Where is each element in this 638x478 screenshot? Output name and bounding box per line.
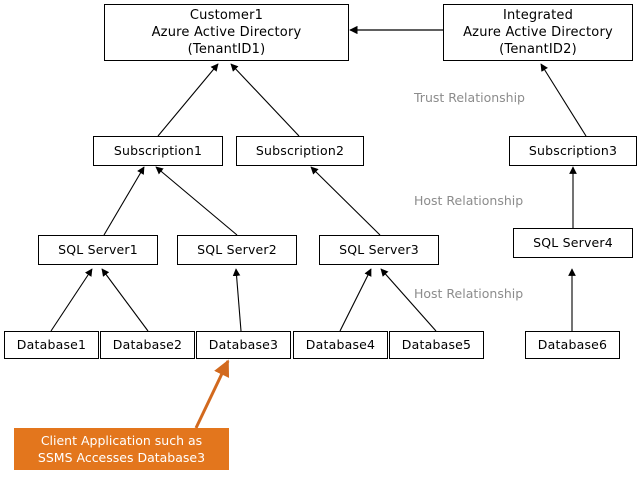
edge-subscription3-to-integrated-aad — [540, 63, 587, 137]
edge-callout-to-database3 — [194, 359, 230, 429]
node-subscription2[interactable]: Subscription2 — [236, 136, 364, 166]
node-subscription3[interactable]: Subscription3 — [509, 136, 637, 166]
node-customer1-aad[interactable]: Customer1 Azure Active Directory (Tenant… — [104, 4, 349, 61]
node-subscription1[interactable]: Subscription1 — [93, 136, 223, 166]
node-database5[interactable]: Database5 — [389, 331, 484, 359]
edge-database4-to-sqlserver3 — [339, 268, 372, 332]
label-host-relationship-lower: Host Relationship — [414, 286, 524, 301]
label-host-relationship-upper: Host Relationship — [414, 193, 524, 208]
edge-sqlserver1-to-subscription1 — [103, 166, 145, 236]
node-integrated-aad[interactable]: Integrated Azure Active Directory (Tenan… — [443, 4, 633, 61]
edge-database2-to-sqlserver1 — [101, 268, 149, 332]
callout-client-application[interactable]: Client Application such as SSMS Accesses… — [14, 428, 229, 470]
node-sqlserver4[interactable]: SQL Server4 — [513, 228, 633, 258]
edge-database1-to-sqlserver1 — [50, 268, 93, 332]
node-sqlserver3[interactable]: SQL Server3 — [319, 235, 439, 265]
edge-subscription2-to-customer1-aad — [230, 63, 300, 137]
node-database4[interactable]: Database4 — [293, 331, 388, 359]
node-database2[interactable]: Database2 — [100, 331, 195, 359]
edge-subscription1-to-customer1-aad — [157, 63, 219, 137]
node-database1[interactable]: Database1 — [4, 331, 99, 359]
edge-sqlserver3-to-subscription2 — [310, 166, 381, 236]
edge-sqlserver2-to-subscription1 — [155, 166, 238, 236]
node-database6[interactable]: Database6 — [525, 331, 620, 359]
node-sqlserver1[interactable]: SQL Server1 — [38, 235, 158, 265]
node-sqlserver2[interactable]: SQL Server2 — [177, 235, 297, 265]
node-database3[interactable]: Database3 — [196, 331, 291, 359]
label-trust-relationship: Trust Relationship — [414, 90, 525, 105]
edge-database3-to-sqlserver2 — [232, 268, 242, 332]
